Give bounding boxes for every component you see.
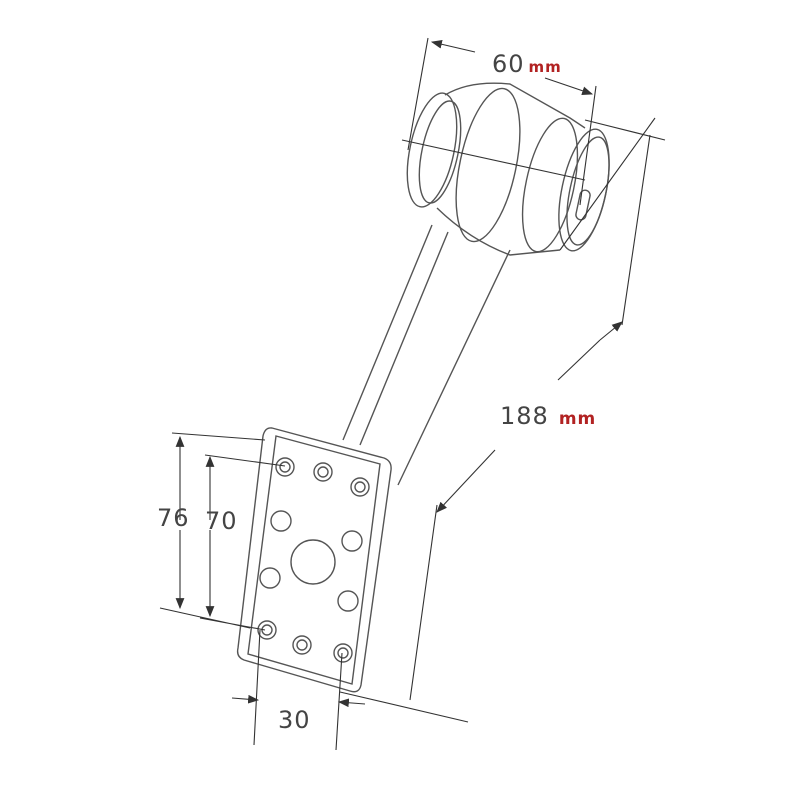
- width-value: 60: [492, 50, 525, 78]
- width-unit: mm: [528, 58, 562, 76]
- plate-height-outer-label: 76: [157, 504, 190, 532]
- dimension-lines: [159, 37, 666, 751]
- bolt-holes: [257, 457, 370, 663]
- mounting-plate: [236, 427, 392, 693]
- cylinder-head: [406, 82, 610, 256]
- hole-spacing-label: 30: [278, 706, 311, 734]
- plate-height-holes-label: 70: [205, 507, 238, 535]
- length-dimension-label: 188 mm: [500, 402, 596, 430]
- length-value: 188: [500, 402, 549, 430]
- arm: [342, 224, 511, 486]
- length-unit: mm: [558, 409, 597, 429]
